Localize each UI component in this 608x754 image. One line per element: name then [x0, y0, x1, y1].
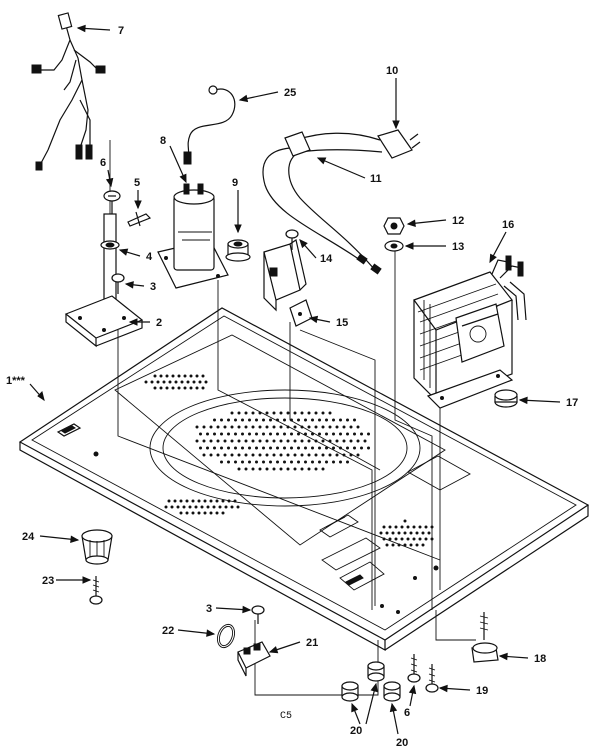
part-p20a-label: 20 — [350, 725, 362, 737]
part-p19-label: 19 — [476, 685, 488, 697]
foot-20-right — [383, 681, 401, 702]
part-p21-arrowhead — [268, 646, 279, 654]
part-p8-label: 8 — [160, 135, 166, 147]
part-p12-label: 12 — [452, 215, 464, 227]
part-p19-arrowhead — [438, 684, 448, 693]
part-p6a-arrowhead — [105, 177, 114, 188]
part-p14-label: 14 — [320, 253, 333, 265]
part-p23-arrowhead — [82, 576, 92, 584]
part-p6b-arrowhead — [408, 684, 417, 695]
part-p22-label: 22 — [162, 625, 174, 637]
part-p22-arrowhead — [206, 629, 216, 637]
part-p3a-label: 3 — [150, 281, 156, 293]
part-p2-arrowhead — [128, 318, 138, 326]
part-p15-label: 15 — [336, 317, 348, 329]
nut-12 — [383, 217, 405, 235]
part-p8-arrowhead — [179, 173, 187, 184]
part-p6b-label: 6 — [404, 707, 410, 719]
circular-vent-grille — [195, 411, 370, 471]
mounting-bracket — [64, 295, 144, 348]
capacitor — [157, 183, 229, 289]
part-p6a-label: 6 — [100, 157, 106, 169]
part-p3b-arrowhead — [242, 605, 252, 614]
screw-3-upper — [111, 273, 125, 294]
screw-6-top — [103, 190, 121, 214]
part-p24-arrowhead — [70, 535, 80, 543]
right-vent-grille — [379, 519, 434, 547]
screw-19 — [425, 664, 439, 693]
transformer — [413, 255, 527, 409]
part-p16-arrowhead — [489, 253, 497, 264]
screw-23 — [89, 576, 103, 605]
front-vent-grille — [164, 499, 240, 515]
part-p18-label: 18 — [534, 653, 546, 665]
part-p20a-second-arrowhead — [370, 682, 378, 693]
part-p11-label: 11 — [370, 173, 382, 185]
part-p5-arrowhead — [134, 200, 142, 210]
nut-18 — [471, 612, 499, 663]
wire-harness — [31, 12, 106, 171]
assembly-guide-lines — [109, 140, 476, 696]
part-p23-label: 23 — [42, 575, 54, 587]
left-vent-grille — [144, 374, 208, 390]
thermal-fuse-21 — [237, 641, 271, 677]
screw-3-lower — [251, 605, 265, 624]
foot-24 — [81, 529, 113, 565]
part-p9-arrowhead — [234, 224, 242, 234]
rubber-bushing — [225, 239, 251, 262]
part-p15-arrowhead — [308, 315, 319, 324]
screw-14 — [285, 229, 299, 250]
figure-caption: C5 — [280, 711, 292, 722]
part-p3a-arrowhead — [124, 281, 134, 289]
switch-assembly — [263, 239, 313, 327]
part-p17-label: 17 — [566, 397, 578, 409]
part-p7-arrowhead — [76, 24, 86, 33]
ground-wire — [183, 85, 236, 165]
base-plate — [18, 307, 590, 652]
part-p14-arrowhead — [299, 239, 308, 249]
part-p3b-label: 3 — [206, 603, 212, 615]
part-p17-arrowhead — [518, 396, 528, 405]
part-p16-label: 16 — [502, 219, 514, 231]
part-p4-label: 4 — [146, 251, 153, 263]
part-p13-arrowhead — [404, 242, 414, 250]
foot-17 — [494, 389, 518, 408]
part-p25-label: 25 — [284, 87, 296, 99]
part-p24-label: 24 — [22, 531, 35, 543]
washer-13 — [384, 240, 404, 252]
base-plate-label: 1*** — [6, 375, 26, 387]
part-p11-arrowhead — [316, 157, 327, 165]
part-p20b-arrowhead — [389, 702, 398, 713]
part-p5-label: 5 — [134, 177, 140, 189]
part-p2-label: 2 — [156, 317, 162, 329]
mount-post — [100, 213, 120, 305]
part-p18-arrowhead — [498, 652, 508, 661]
part-p25-arrowhead — [238, 94, 249, 103]
screw-6-bottom — [407, 654, 421, 683]
foot-20-left — [341, 681, 359, 702]
part-p7-label: 7 — [118, 25, 124, 37]
power-cord — [262, 129, 421, 275]
part-p13-label: 13 — [452, 241, 464, 253]
base-callout: 1*** — [6, 375, 45, 402]
part-p9-label: 9 — [232, 177, 238, 189]
part-p11-leader-line — [317, 157, 366, 179]
callouts: 7 25 10 11 8 6 5 9 12 13 16 14 4 3 2 15 17 24 23 3 22 21 18 19 6… — [22, 24, 578, 749]
part-p4-arrowhead — [118, 248, 129, 256]
part-p12-arrowhead — [406, 219, 416, 227]
part-p21-label: 21 — [306, 637, 318, 649]
foot-20-middle — [367, 661, 385, 682]
part-p10-arrowhead — [392, 120, 400, 130]
ring-22 — [216, 623, 236, 649]
part-p20a-arrowhead — [351, 702, 359, 713]
part-p20b-label: 20 — [396, 737, 408, 749]
spring-clip — [127, 211, 152, 227]
part-p10-label: 10 — [386, 65, 398, 77]
